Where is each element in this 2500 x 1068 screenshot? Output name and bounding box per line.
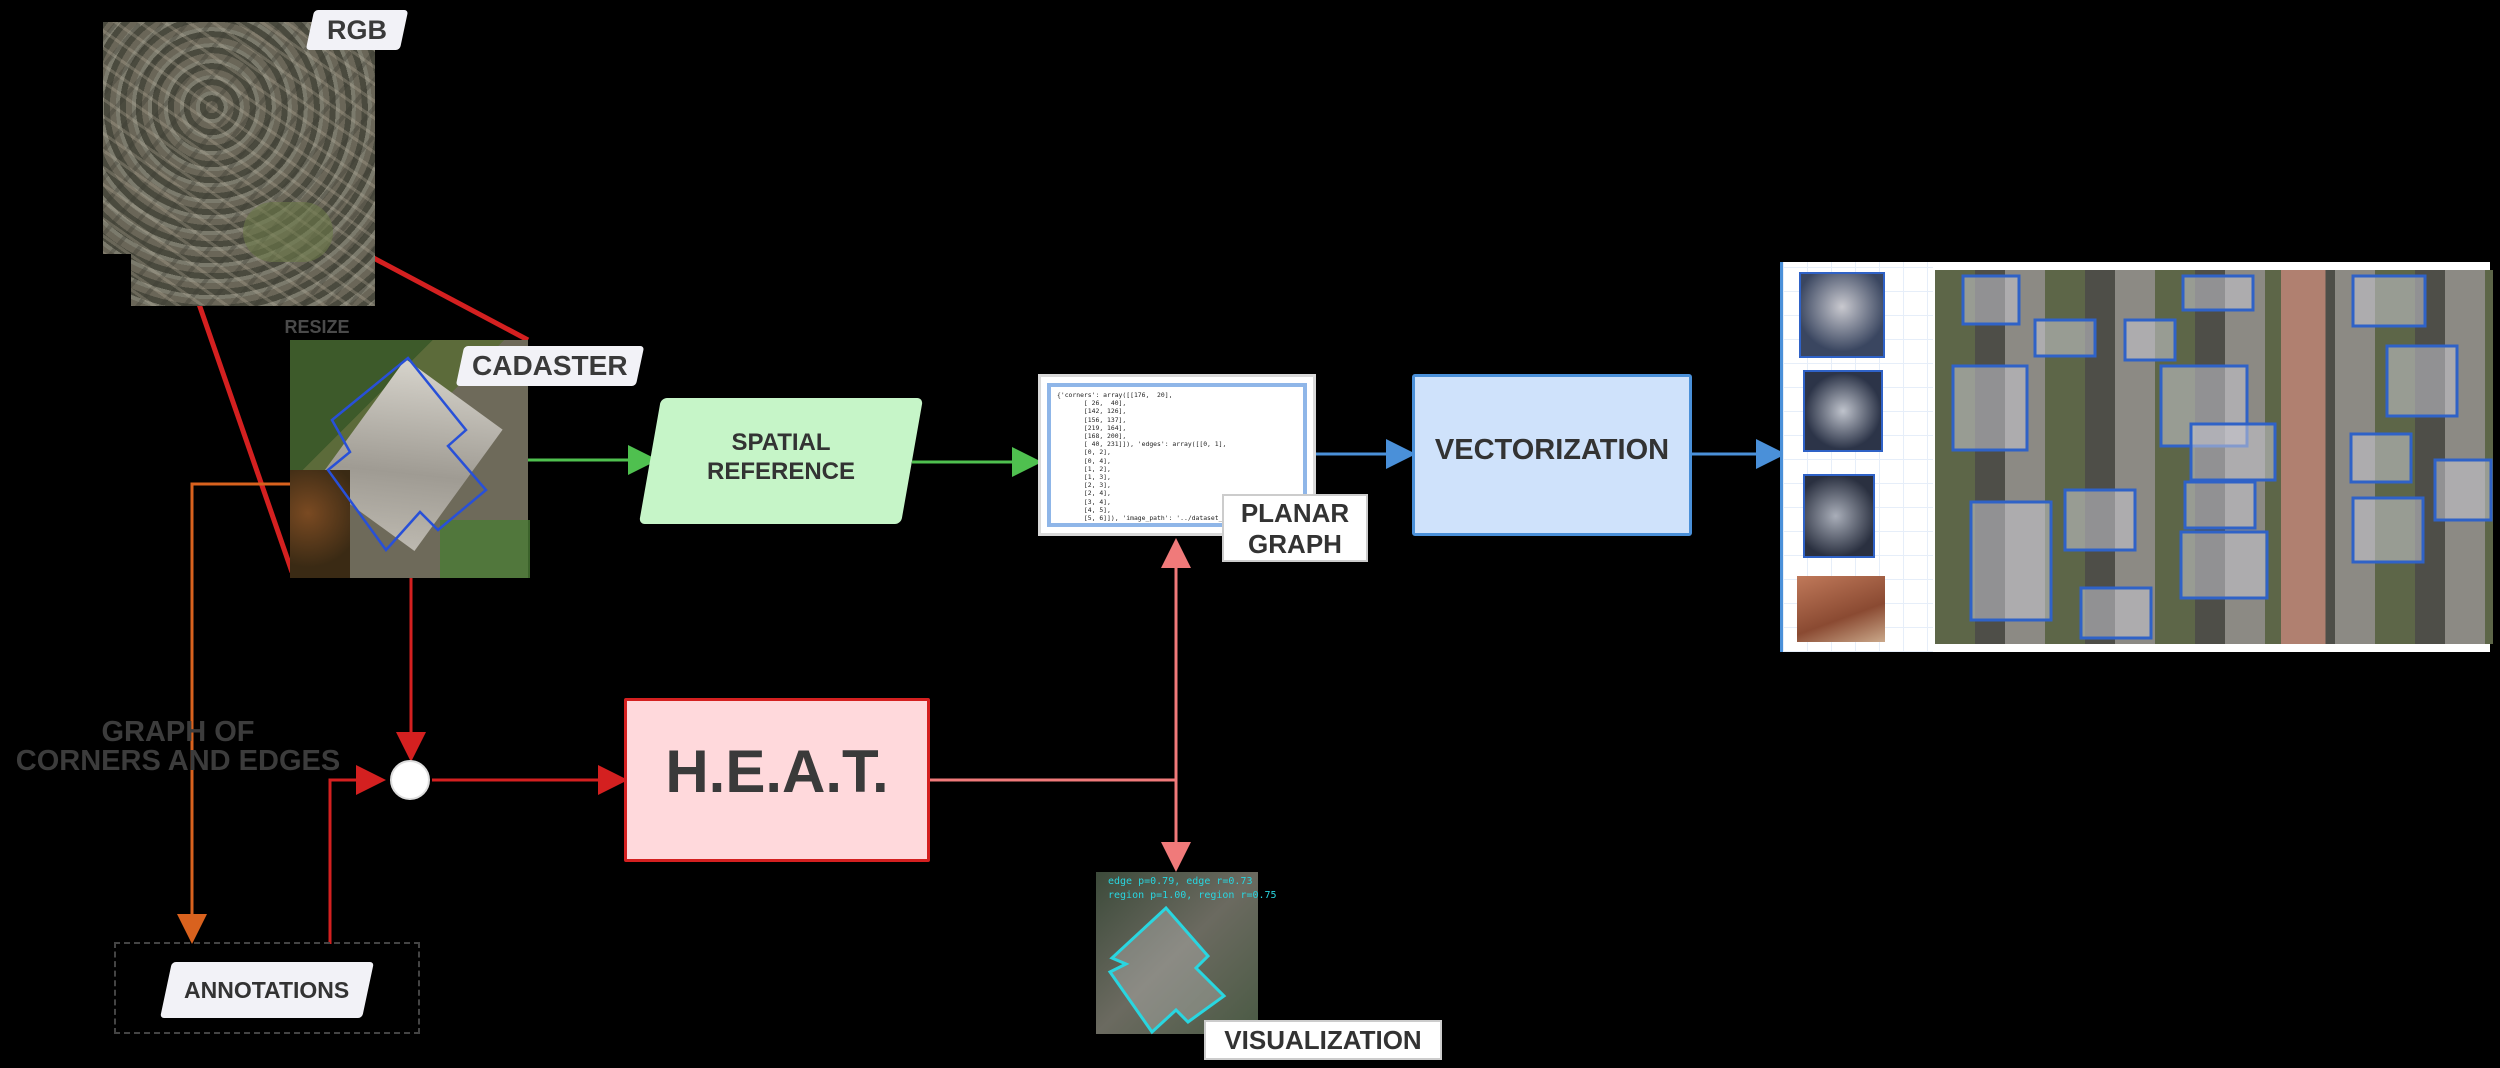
- graph-of-corners-label: GRAPH OF CORNERS AND EDGES: [8, 718, 348, 776]
- rgb-park-area: [243, 202, 333, 262]
- graph-of-line2: CORNERS AND EDGES: [15, 745, 341, 777]
- planar-graph-code-line: [2, 3],: [1057, 481, 1111, 490]
- visualization-graph-overlay: [1107, 905, 1227, 1035]
- heat-text: H.E.A.T.: [665, 738, 889, 805]
- spatial-reference-text: SPATIAL REFERENCE: [650, 428, 912, 486]
- annotations-text: ANNOTATIONS: [184, 977, 350, 1003]
- arrow-annotations-to-junction: [328, 765, 386, 944]
- planar-graph-code-line: [4, 5],: [1057, 505, 1111, 514]
- planar-graph-code-line: [219, 164],: [1057, 423, 1127, 432]
- result-building-outlines: [1951, 274, 2493, 640]
- visualization-overlay-line1: edge p=0.79, edge r=0.73: [1108, 876, 1253, 887]
- planar-graph-code-line: [0, 2],: [1057, 448, 1111, 457]
- planar-graph-code-line: [ 40, 231]]), 'edges': array([[0, 1],: [1057, 440, 1227, 449]
- rgb-label-text: RGB: [327, 15, 387, 45]
- planar-graph-code-line: [5, 6]]), 'image_path': '../dataset_outd…: [1057, 514, 1242, 523]
- planar-graph-code: {'corners': array([[176, 20], [ 26, 40],…: [1051, 387, 1303, 526]
- result-aerial-vectorized: [1935, 270, 2493, 644]
- planar-graph-line2: GRAPH: [1248, 529, 1342, 559]
- planar-graph-code-line: [1, 3],: [1057, 473, 1111, 482]
- planar-graph-code-line: [2, 4],: [1057, 489, 1111, 498]
- arrow-cadaster-to-annotations: [177, 482, 290, 944]
- cadaster-image: [290, 340, 530, 578]
- rgb-label: RGB: [305, 10, 409, 50]
- spatial-reference-line2: REFERENCE: [706, 458, 856, 485]
- planar-graph-code-line: [168, 200],: [1057, 432, 1127, 441]
- resize-label: RESIZE: [284, 317, 350, 337]
- planar-graph-code-line: [1, 2],: [1057, 464, 1111, 473]
- result-thumb-4: [1797, 576, 1885, 642]
- annotations-dashed-frame: [114, 942, 420, 1034]
- graph-of-line1: GRAPH OF: [101, 716, 255, 748]
- cadaster-outline: [326, 356, 488, 552]
- result-thumb-3: [1803, 474, 1875, 558]
- planar-graph-code-line: [0, 4],: [1057, 456, 1111, 465]
- visualization-label: VISUALIZATION: [1204, 1020, 1442, 1060]
- merge-junction: [390, 760, 430, 800]
- vectorization-text: VECTORIZATION: [1434, 434, 1670, 466]
- visualization-image: edge p=0.79, edge r=0.73 region p=1.00, …: [1096, 872, 1277, 1035]
- planar-graph-code-line: [3, 4],: [1057, 497, 1111, 506]
- vectorization-node[interactable]: [1412, 374, 1692, 536]
- planar-graph-code-line: {'corners': array([[176, 20],: [1057, 391, 1173, 399]
- annotations-node[interactable]: ANNOTATIONS: [160, 962, 374, 1018]
- spatial-reference-line1: SPATIAL: [731, 429, 831, 456]
- cadaster-garden: [440, 520, 530, 578]
- planar-graph-code-frame: {'corners': array([[176, 20], [ 26, 40],…: [1047, 383, 1307, 527]
- results-panel: [1780, 262, 2493, 652]
- rgb-dark-corner: [103, 254, 131, 306]
- visualization-overlay-line2: region p=1.00, region r=0.75: [1108, 890, 1277, 901]
- planar-graph-line1: PLANAR: [1240, 498, 1350, 528]
- planar-graph-code-line: [ 26, 40],: [1057, 399, 1127, 408]
- planar-graph-code-line: [142, 126],: [1057, 407, 1127, 416]
- result-thumb-2: [1803, 370, 1883, 452]
- cadaster-label-text: CADASTER: [472, 350, 628, 381]
- cadaster-label: CADASTER: [455, 346, 645, 386]
- planar-graph-label: PLANAR GRAPH: [1222, 494, 1368, 562]
- rgb-aerial-image: [103, 22, 375, 306]
- result-thumb-1: [1799, 272, 1885, 358]
- heat-node[interactable]: [624, 698, 930, 862]
- planar-graph-code-line: [156, 137],: [1057, 415, 1127, 424]
